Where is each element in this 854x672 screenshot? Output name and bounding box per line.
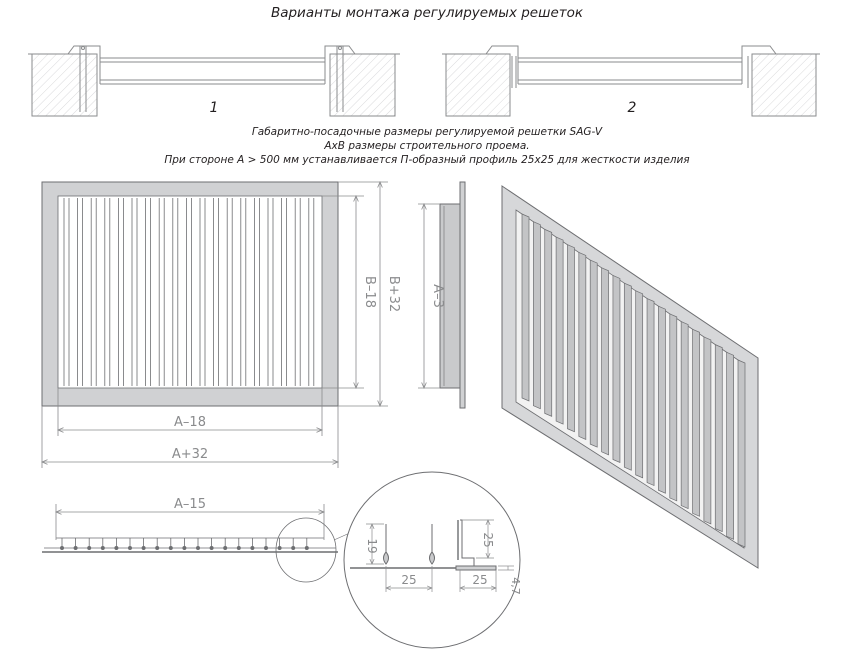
isometric-blade bbox=[646, 297, 655, 487]
mounting-variant-1 bbox=[28, 45, 400, 117]
bottom-blade-tip bbox=[100, 546, 105, 551]
isometric-blade bbox=[703, 336, 712, 525]
mounting-variant-2 bbox=[442, 45, 820, 117]
isometric-blade bbox=[589, 259, 598, 448]
detail-callout-ellipse bbox=[275, 517, 337, 583]
bottom-blade-tip bbox=[277, 546, 282, 551]
dim-detail-25-pitch: 25 bbox=[401, 573, 416, 587]
dim-detail-4-7: 4,7 bbox=[509, 577, 522, 595]
isometric-blade bbox=[658, 305, 666, 494]
bottom-blade-tip bbox=[73, 546, 78, 551]
dim-detail-19: 19 bbox=[365, 538, 379, 553]
bottom-blade-tip bbox=[141, 546, 146, 551]
caption-opening-size: AxB размеры строительного проема. bbox=[324, 140, 530, 152]
isometric-blade bbox=[692, 328, 700, 517]
variant-label-2: 2 bbox=[628, 100, 637, 116]
bottom-blade-tip bbox=[291, 546, 296, 551]
page-title: Варианты монтажа регулируемых решеток bbox=[270, 5, 584, 21]
front-dimensions bbox=[42, 182, 388, 468]
bottom-blade-tip bbox=[304, 546, 309, 551]
side-view bbox=[439, 181, 466, 409]
bottom-blade-tip bbox=[209, 546, 214, 551]
bottom-blade-tip bbox=[87, 546, 92, 551]
variant-label-1: 1 bbox=[210, 100, 219, 116]
dim-detail-25-width: 25 bbox=[472, 573, 487, 587]
isometric-blades bbox=[521, 213, 746, 548]
bottom-dimensions bbox=[56, 504, 324, 540]
caption-grille-dimensions: Габаритно-посадочные размеры регулируемо… bbox=[251, 126, 603, 138]
isometric-blade bbox=[623, 282, 632, 471]
bottom-blade-tip bbox=[250, 546, 255, 551]
dim-a-minus-18: A–18 bbox=[174, 415, 206, 430]
isometric-blade bbox=[544, 228, 553, 417]
isometric-blade bbox=[521, 213, 530, 402]
isometric-view bbox=[501, 185, 759, 569]
isometric-blade bbox=[635, 290, 644, 479]
isometric-blade bbox=[669, 313, 678, 502]
isometric-blade bbox=[726, 351, 734, 540]
isometric-blade bbox=[578, 251, 587, 440]
bottom-blade-tip bbox=[127, 546, 132, 551]
bottom-blade-tip bbox=[168, 546, 173, 551]
bottom-blade-tip bbox=[263, 546, 268, 551]
detail-view bbox=[343, 471, 521, 649]
bottom-blade-tip bbox=[182, 546, 187, 551]
bottom-blade-tip bbox=[223, 546, 228, 551]
isometric-blade bbox=[612, 274, 621, 464]
bottom-blade-profiles bbox=[60, 538, 309, 551]
isometric-blade bbox=[533, 221, 541, 410]
bottom-blade-tip bbox=[155, 546, 160, 551]
front-blades bbox=[63, 198, 315, 386]
front-view bbox=[41, 181, 339, 407]
bottom-blade-tip bbox=[114, 546, 119, 551]
side-dimensions bbox=[418, 204, 440, 388]
isometric-blade bbox=[567, 244, 575, 433]
dim-a-plus-32: A+32 bbox=[172, 447, 208, 462]
dim-a-minus-3: A–3 bbox=[430, 284, 445, 308]
dim-b-plus-32: B+32 bbox=[386, 276, 401, 312]
caption-profile-note: При стороне А > 500 мм устанавливается П… bbox=[164, 154, 690, 166]
bottom-blade-tip bbox=[236, 546, 241, 551]
bottom-blade-tip bbox=[60, 546, 65, 551]
isometric-blade bbox=[714, 344, 723, 533]
dim-a-minus-15: A–15 bbox=[174, 497, 206, 512]
bottom-view bbox=[42, 537, 338, 553]
dim-b-minus-18: B–18 bbox=[362, 276, 377, 308]
bottom-blade-tip bbox=[195, 546, 200, 551]
isometric-blade bbox=[680, 321, 689, 510]
dim-detail-25-height: 25 bbox=[481, 532, 495, 547]
isometric-blade bbox=[555, 236, 564, 425]
isometric-blade bbox=[601, 267, 609, 456]
isometric-blade bbox=[737, 359, 746, 548]
